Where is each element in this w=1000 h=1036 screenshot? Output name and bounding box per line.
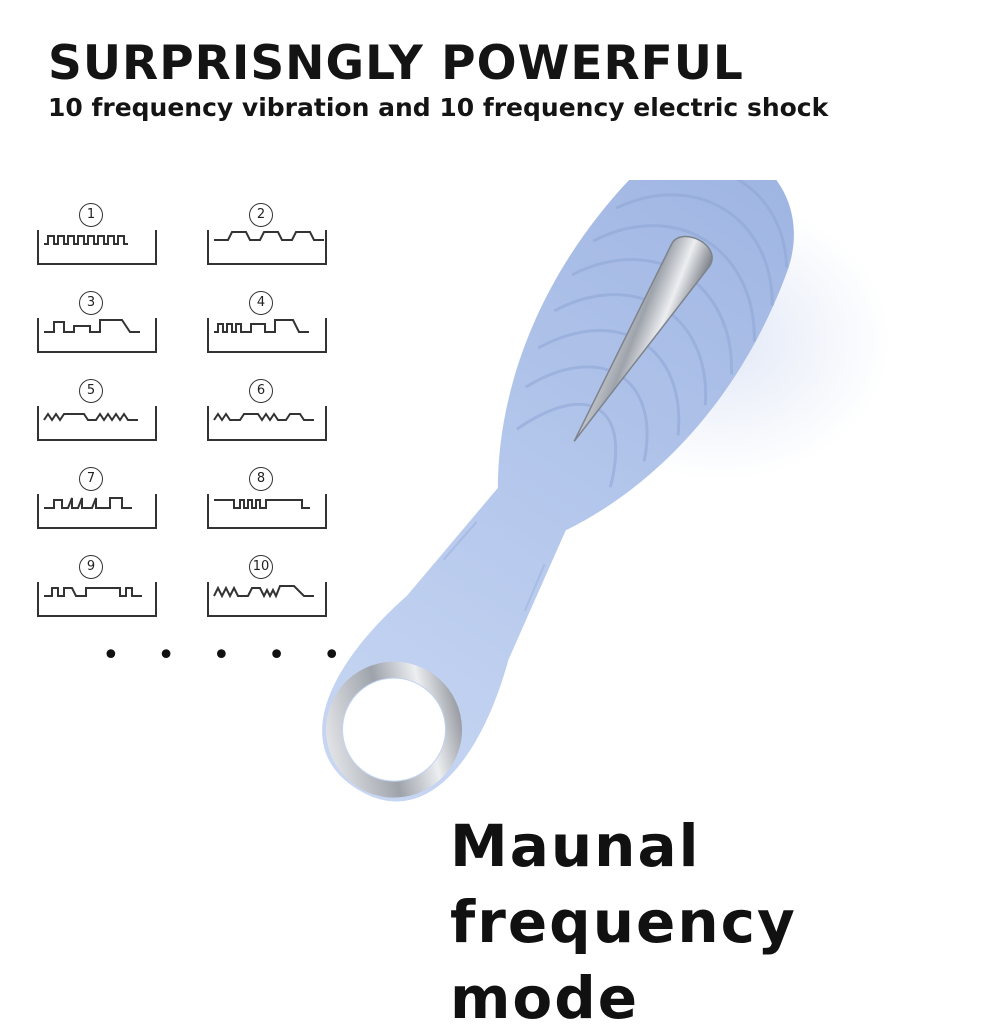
headline: SURPRISNGLY POWERFUL [48, 36, 744, 91]
mode-number: 10 [249, 555, 273, 579]
mode-1: 1 [34, 196, 160, 268]
mode-number: 5 [79, 379, 103, 403]
mode-4: 4 [204, 284, 330, 356]
mode-3: 3 [34, 284, 160, 356]
waveform-icon [37, 582, 157, 617]
waveform-icon [207, 406, 327, 441]
mode-5: 5 [34, 372, 160, 444]
chrome-electrode [573, 235, 713, 442]
waveform-icon [207, 230, 327, 265]
mode-number: 1 [79, 203, 103, 227]
mode-8: 8 [204, 460, 330, 532]
mode-2: 2 [204, 196, 330, 268]
mode-7: 7 [34, 460, 160, 532]
waveform-icon [207, 582, 327, 617]
mode-9: 9 [34, 548, 160, 620]
chrome-ring [326, 661, 463, 798]
mode-6: 6 [204, 372, 330, 444]
waveform-icon [37, 494, 157, 529]
mode-number: 2 [249, 203, 273, 227]
frequency-modes-grid: 1 2 3 4 5 6 [34, 196, 334, 636]
mode-number: 7 [79, 467, 103, 491]
waveform-icon [37, 318, 157, 353]
waveform-icon [37, 230, 157, 265]
caption: Maunal frequency mode [450, 812, 797, 1032]
mode-number: 4 [249, 291, 273, 315]
waveform-icon [207, 318, 327, 353]
mode-number: 8 [249, 467, 273, 491]
mode-number: 3 [79, 291, 103, 315]
waveform-icon [37, 406, 157, 441]
mode-number: 9 [79, 555, 103, 579]
waveform-icon [207, 494, 327, 529]
mode-number: 6 [249, 379, 273, 403]
device-body [322, 180, 794, 802]
mode-10: 10 [204, 548, 330, 620]
subheadline: 10 frequency vibration and 10 frequency … [48, 93, 829, 122]
product-image [322, 180, 890, 802]
